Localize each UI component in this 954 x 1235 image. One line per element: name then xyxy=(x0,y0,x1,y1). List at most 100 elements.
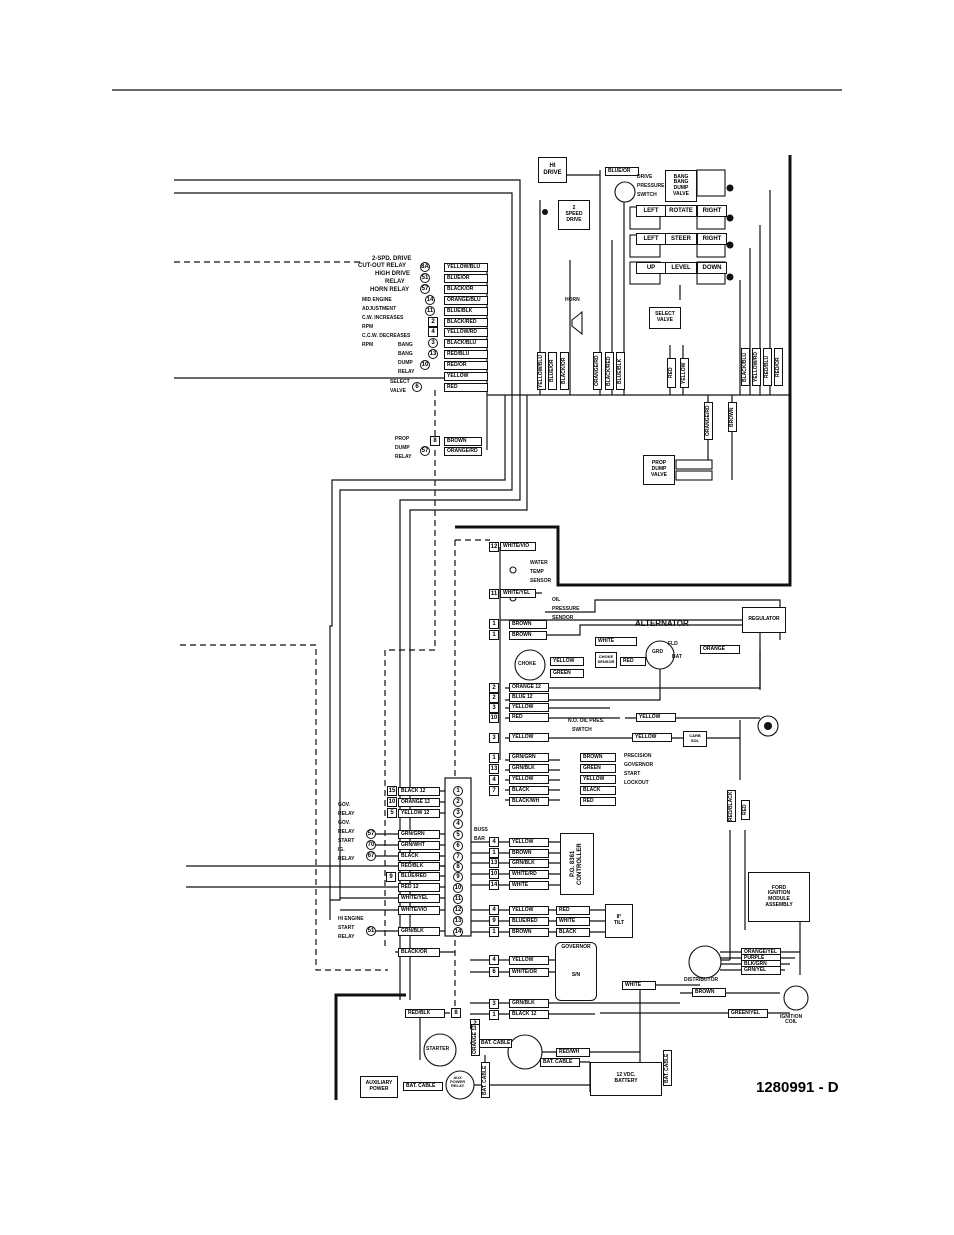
label-aux-power-relay: AUX POWER RELAY xyxy=(450,1075,466,1088)
tilt-sensor-box: 8° TILT xyxy=(605,904,633,938)
wire-tag: YELLOW/BLU xyxy=(444,263,488,272)
bus-terminal: 14 xyxy=(453,927,463,937)
bus-terminal: 13 xyxy=(453,916,463,926)
label-bar: BAR xyxy=(474,836,485,842)
label-sensor: SENSOR xyxy=(530,578,552,584)
wire-tag: ORANGE/RD xyxy=(444,447,482,456)
label-switch: SWITCH xyxy=(637,192,657,198)
wire-tag: BLACK 12 xyxy=(398,787,440,796)
label-gov-relay: RELAY xyxy=(338,811,355,817)
wire-tag: YELLOW xyxy=(550,657,584,666)
label-choke: CHOKE xyxy=(518,661,537,667)
label-drive: DRIVE xyxy=(637,174,653,180)
wire-tag: YELLOW xyxy=(509,838,549,847)
wire-tag-vertical: BLACK/RED xyxy=(605,352,614,390)
pin-label: 3 xyxy=(489,733,499,743)
valve-left-steer: LEFT xyxy=(636,233,666,245)
wire-tag: YELLOW xyxy=(632,733,672,742)
label-gov-relay-2: RELAY xyxy=(338,829,355,835)
label-gov: GOV. xyxy=(338,802,351,808)
label-high-drive: HIGH DRIVE xyxy=(375,271,411,277)
wire-tag: BLUE/BLK xyxy=(444,307,488,316)
wire-tag: WHITE/VIO xyxy=(500,542,536,551)
wire-tag: YELLOW xyxy=(509,703,549,712)
wire-tag-vertical: BAT. CABLE xyxy=(663,1050,672,1086)
wire-tag: YELLOW 12 xyxy=(398,809,440,818)
two-speed-drive: 2 SPEED DRIVE xyxy=(558,200,590,230)
bus-terminal: 3 xyxy=(453,808,463,818)
wire-tag: GREEN/YEL xyxy=(728,1009,768,1018)
wire-tag-vertical: RED xyxy=(741,800,750,820)
wire-tag: BROWN xyxy=(444,437,482,446)
wire-tag: YELLOW xyxy=(580,775,616,784)
wire-tag: GRN/BLK xyxy=(509,859,549,868)
valve-rotate: ROTATE xyxy=(665,205,697,217)
assembly-label: ASSEMBLY xyxy=(765,901,793,908)
wire-tag: WHITE/YEL xyxy=(398,894,440,903)
wire-tag: GRN/BLK xyxy=(509,999,549,1008)
wire-tag: BLACK/RED xyxy=(444,318,488,327)
label-hi-engine: HI ENGINE xyxy=(338,916,364,922)
wire-tag: BROWN xyxy=(580,753,616,762)
label-prop: PROP xyxy=(395,436,410,442)
wire-tag: RED/BLK xyxy=(405,1009,445,1018)
battery-box: 12 VDC. BATTERY xyxy=(590,1062,662,1096)
wire-tag-vertical: RED xyxy=(667,358,676,388)
label-horn: HORN xyxy=(565,297,580,303)
label-start-relay: START xyxy=(338,838,355,844)
auxiliary-power-box: AUXILIARY POWER xyxy=(360,1076,398,1098)
bus-terminal: 4 xyxy=(453,819,463,829)
pin-label: 10 xyxy=(489,713,499,723)
wire-tag: GRN/WHT xyxy=(398,841,440,850)
label-bang-2: BANG xyxy=(398,351,413,357)
wire-tag-vertical: BLACK/BLU xyxy=(741,348,750,386)
wire-tag-vertical: ORANGE/RD xyxy=(593,352,602,390)
label-rpm-2: RPM xyxy=(362,342,374,348)
label-cutout: CUT-OUT RELAY xyxy=(358,263,407,269)
pin-label: 2 xyxy=(489,683,499,693)
pin-label: 11 xyxy=(425,306,435,316)
label-oil: OIL xyxy=(552,597,561,603)
wire-tag: BLACK/OR xyxy=(444,285,488,294)
label-relay-4: RELAY xyxy=(338,934,355,940)
wire-tag: GRN/GRN xyxy=(398,830,440,839)
pin-label: 6 xyxy=(412,382,422,392)
wire-tag: BLUE/OR xyxy=(605,167,639,176)
wire-tag: BLUE/OR xyxy=(444,274,488,283)
module-label: MODULE xyxy=(768,896,790,902)
wire-tag: GREEN xyxy=(550,669,584,678)
wire-tag: GREEN xyxy=(580,764,616,773)
label-alternator: ALTERNATOR xyxy=(635,619,689,628)
wire-tag: YELLOW xyxy=(509,733,549,742)
wire-tag: YELLOW xyxy=(509,775,549,784)
wire-tag: BROWN xyxy=(509,849,549,858)
bus-terminal: 9 xyxy=(453,872,463,882)
wire-tag: GRN/BLK xyxy=(509,764,549,773)
valve-right-rotate: RIGHT xyxy=(697,205,727,217)
select-valve-box: SELECT VALVE xyxy=(649,307,681,329)
label-ignition-coil: IGNITION COIL xyxy=(780,1014,803,1025)
pin-label: 67 xyxy=(366,851,376,861)
bus-terminal: 12 xyxy=(453,905,463,915)
label-governor: GOVERNOR xyxy=(624,762,654,768)
wire-tag: BLACK xyxy=(398,852,440,861)
ford-label: FORD xyxy=(771,884,787,891)
pin-label: 8A xyxy=(420,262,430,272)
label-ig-relay: RELAY xyxy=(338,856,355,862)
wire-tag: BLACK 12 xyxy=(509,1010,549,1019)
pin-label: 5 xyxy=(387,808,397,818)
label-start: START xyxy=(624,771,641,777)
wire-tag: BLACK/BLU xyxy=(444,339,488,348)
wire-tag: WHITE/VIO xyxy=(398,906,440,915)
pin-label: 4 xyxy=(489,905,499,915)
valve-down: DOWN xyxy=(697,262,727,274)
pin-label: 3 xyxy=(428,338,438,348)
wire-tag: RED/WH xyxy=(556,1048,590,1057)
pin-label: 57 xyxy=(420,446,430,456)
pin-label: 57 xyxy=(420,284,430,294)
wire-tag: BROWN xyxy=(509,631,547,640)
choke-sensor-box: CHOKE SENSOR xyxy=(595,652,617,668)
pin-label: 13 xyxy=(428,349,438,359)
bus-terminal: 2 xyxy=(453,797,463,807)
